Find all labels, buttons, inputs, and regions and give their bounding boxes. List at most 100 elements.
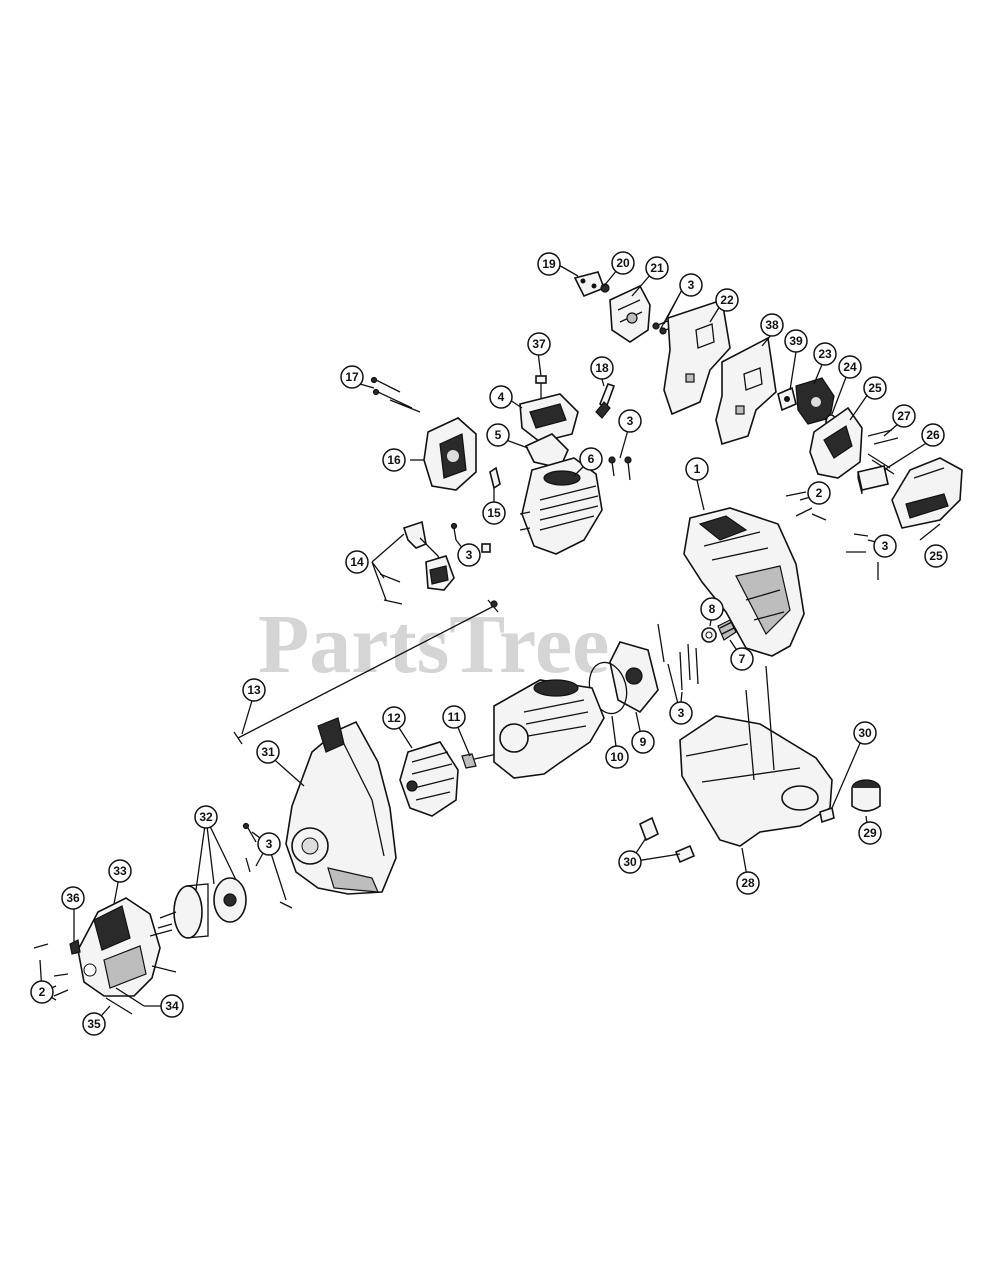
part-34-bolt xyxy=(115,987,145,1007)
part-11-crankshaft xyxy=(461,751,507,769)
callout-31: 31 xyxy=(256,740,280,764)
callout-28: 28 xyxy=(736,871,760,895)
svg-text:4: 4 xyxy=(498,390,505,404)
part-23-carb-adapter xyxy=(795,377,835,425)
callout-39: 39 xyxy=(784,329,808,353)
part-38-insulator-plate xyxy=(715,336,777,446)
callout-3: 3 xyxy=(873,534,897,558)
part-32-clutch-drum xyxy=(157,877,247,939)
callout-18: 18 xyxy=(590,356,614,380)
part-33-gearbox-housing xyxy=(77,897,177,997)
callout-3: 3 xyxy=(679,273,703,297)
crankcase-block xyxy=(493,679,605,779)
part-13-throttle-cable xyxy=(233,599,499,745)
svg-text:19: 19 xyxy=(542,257,556,271)
callout-3: 3 xyxy=(669,701,693,725)
callout-24: 24 xyxy=(838,355,862,379)
callout-27: 27 xyxy=(892,404,916,428)
callout-7: 7 xyxy=(730,647,754,671)
svg-text:25: 25 xyxy=(929,549,943,563)
part-26-air-filter xyxy=(857,465,889,495)
callout-33: 33 xyxy=(108,859,132,883)
part-29-fuel-cap xyxy=(851,779,881,812)
callout-1: 1 xyxy=(685,457,709,481)
svg-text:35: 35 xyxy=(87,1017,101,1031)
svg-text:1: 1 xyxy=(694,462,701,476)
part-21-carburetor xyxy=(609,284,651,343)
part-35-bolt xyxy=(105,997,133,1015)
svg-text:20: 20 xyxy=(616,256,630,270)
svg-text:3: 3 xyxy=(882,539,889,553)
callout-4: 4 xyxy=(489,385,513,409)
svg-text:25: 25 xyxy=(868,381,882,395)
svg-text:39: 39 xyxy=(789,334,803,348)
svg-text:7: 7 xyxy=(739,652,746,666)
part-6-cylinder xyxy=(519,457,603,555)
part-28-fuel-tank xyxy=(679,665,833,847)
callout-22: 22 xyxy=(715,288,739,312)
svg-text:27: 27 xyxy=(897,409,911,423)
part-14-ignition-coil xyxy=(379,520,455,605)
callout-23: 23 xyxy=(813,342,837,366)
svg-text:28: 28 xyxy=(741,876,755,890)
svg-text:30: 30 xyxy=(623,855,637,869)
svg-text:16: 16 xyxy=(387,453,401,467)
svg-text:37: 37 xyxy=(532,337,546,351)
callout-9: 9 xyxy=(631,730,655,754)
svg-text:6: 6 xyxy=(588,452,595,466)
callout-32: 32 xyxy=(194,805,218,829)
part-22-heat-shield-plate xyxy=(663,298,731,416)
callout-2: 2 xyxy=(807,481,831,505)
svg-text:23: 23 xyxy=(818,347,832,361)
svg-text:9: 9 xyxy=(640,735,647,749)
svg-text:3: 3 xyxy=(688,278,695,292)
svg-text:3: 3 xyxy=(266,837,273,851)
callout-13: 13 xyxy=(242,678,266,702)
callout-2: 2 xyxy=(30,980,54,1004)
part-1-engine-housing xyxy=(683,507,805,657)
part-17-screws xyxy=(370,376,421,413)
part-2-screws-housing xyxy=(785,491,827,521)
svg-text:3: 3 xyxy=(627,414,634,428)
svg-text:11: 11 xyxy=(448,710,461,724)
svg-text:33: 33 xyxy=(113,864,127,878)
svg-text:38: 38 xyxy=(765,318,779,332)
part-30-fuel-filter xyxy=(819,806,835,824)
callout-16: 16 xyxy=(382,448,406,472)
svg-text:31: 31 xyxy=(261,745,275,759)
part-16-muffler-cover xyxy=(423,417,477,491)
callout-3: 3 xyxy=(257,832,281,856)
callout-6: 6 xyxy=(579,447,603,471)
svg-text:13: 13 xyxy=(247,683,261,697)
svg-text:17: 17 xyxy=(345,370,359,384)
part-2-screws-gearbox xyxy=(33,943,69,997)
callout-10: 10 xyxy=(605,745,629,769)
callout-21: 21 xyxy=(645,256,669,280)
svg-text:24: 24 xyxy=(843,360,857,374)
part-5-cylinder-gasket xyxy=(524,433,569,469)
callout-25: 25 xyxy=(924,544,948,568)
part-19-carburetor-gasket xyxy=(573,271,606,298)
part-3-screws-clutch xyxy=(242,822,293,909)
callout-20: 20 xyxy=(611,251,635,275)
svg-text:18: 18 xyxy=(595,361,609,375)
callout-36: 36 xyxy=(61,886,85,910)
svg-text:29: 29 xyxy=(863,826,877,840)
svg-text:8: 8 xyxy=(709,602,716,616)
svg-text:30: 30 xyxy=(858,726,872,740)
callout-35: 35 xyxy=(82,1012,106,1036)
part-3-screws-cylinder xyxy=(608,456,632,481)
callout-37: 37 xyxy=(527,332,551,356)
callout-11: 11 xyxy=(442,705,466,729)
svg-text:14: 14 xyxy=(350,555,364,569)
svg-text:3: 3 xyxy=(466,548,473,562)
part-18-spark-plug xyxy=(595,383,616,419)
part-39-gasket xyxy=(777,386,797,412)
part-4-cylinder-cover xyxy=(519,393,579,443)
callout-5: 5 xyxy=(486,423,510,447)
part-25-air-filter-base xyxy=(809,406,863,479)
part-25-air-filter-cover xyxy=(891,457,963,529)
watermark-brand: PartsTree xyxy=(258,598,609,691)
callout-14: 14 xyxy=(345,550,369,574)
